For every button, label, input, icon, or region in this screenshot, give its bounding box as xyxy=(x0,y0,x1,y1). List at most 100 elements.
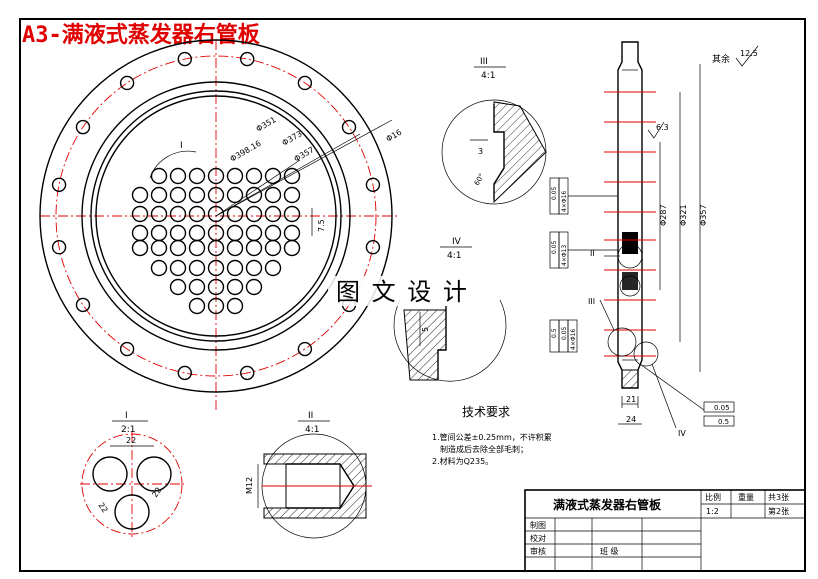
svg-text:0.05: 0.05 xyxy=(551,186,558,200)
roughness-other-label: 其余 xyxy=(712,53,730,65)
tube-hole xyxy=(226,186,244,204)
dim-side-d321: Φ321 xyxy=(679,204,688,226)
svg-text:0.5: 0.5 xyxy=(718,418,729,426)
titleblock-weight-label: 重量 xyxy=(738,492,754,502)
tube-hole xyxy=(207,205,225,223)
watermark: 图 文 设 计 xyxy=(336,278,469,306)
svg-text:4×Φ13: 4×Φ13 xyxy=(561,245,568,266)
tube-hole xyxy=(131,186,149,204)
bolt-hole xyxy=(75,119,91,135)
tube-hole xyxy=(150,186,168,204)
dim-d373: Φ373 xyxy=(281,129,304,148)
drawing-frame xyxy=(19,18,806,572)
roughness-other: 12.5 xyxy=(740,49,758,58)
tube-hole xyxy=(226,297,244,315)
detail-IV-label: IV xyxy=(452,237,462,247)
tube-hole xyxy=(188,167,206,185)
titleblock-name: 满液式蒸发器右管板 xyxy=(553,497,662,512)
requirements-title: 技术要求 xyxy=(462,405,510,419)
tube-hole xyxy=(264,205,282,223)
front-view: Φ398.16 Φ351 Φ373 Φ357 Φ16 7.5 I xyxy=(39,39,404,410)
svg-text:0.05: 0.05 xyxy=(551,240,558,254)
roughness-6-3: 6.3 xyxy=(656,123,669,132)
svg-text:0.05: 0.05 xyxy=(714,404,730,412)
detail-III-label: III xyxy=(480,57,488,67)
detail-III-dim-b: 60° xyxy=(473,172,486,187)
tube-hole xyxy=(150,239,168,257)
detail-II-label: II xyxy=(308,411,313,421)
titleblock-checked: 校对 xyxy=(530,533,546,543)
bolt-hole xyxy=(297,75,313,91)
bolt-hole xyxy=(119,75,135,91)
bolt-hole xyxy=(240,365,255,381)
tube-hole xyxy=(169,259,187,277)
svg-text:0.5: 0.5 xyxy=(551,328,558,338)
tube-hole xyxy=(150,205,168,223)
detail-IV-scale: 4:1 xyxy=(447,251,461,261)
detail-IV-dim-a: 5 xyxy=(421,327,430,332)
tube-hole xyxy=(188,186,206,204)
side-view: Φ357 Φ321 Φ287 21 24 6.3 其余 12.5 II III … xyxy=(549,41,759,438)
dim-side-t21: 21 xyxy=(626,395,636,404)
tube-hole xyxy=(264,239,282,257)
drawing-title: A3-满液式蒸发器右管板 xyxy=(22,22,261,48)
bolt-hole xyxy=(119,341,135,357)
svg-text:4×Φ16: 4×Φ16 xyxy=(561,191,568,212)
bolt-hole xyxy=(51,240,67,255)
tube-hole xyxy=(264,259,282,277)
tube-hole xyxy=(131,205,149,223)
tube-hole xyxy=(226,167,244,185)
titleblock-sheet-no: 第2张 xyxy=(768,506,789,516)
tube-hole xyxy=(226,259,244,277)
tube-hole xyxy=(169,239,187,257)
bolt-hole xyxy=(365,177,381,192)
tube-hole xyxy=(188,239,206,257)
dim-side-d287: Φ287 xyxy=(659,204,668,226)
svg-text:0.05: 0.05 xyxy=(561,326,568,340)
bolt-hole xyxy=(341,119,357,135)
requirement-1b: 制造成后去除全部毛刺； xyxy=(440,444,528,454)
tube-hole xyxy=(283,224,301,242)
bolt-hole xyxy=(177,365,192,381)
titleblock-drawn: 制图 xyxy=(530,520,546,530)
bolt-hole xyxy=(297,341,313,357)
tolerance-frame-4: 0.05 0.5 xyxy=(703,401,735,427)
svg-text:4×Φ16: 4×Φ16 xyxy=(570,329,577,350)
tube-hole xyxy=(131,239,149,257)
tube-hole xyxy=(150,224,168,242)
tube-hole xyxy=(245,278,263,296)
tube-hole xyxy=(264,224,282,242)
tube-hole xyxy=(245,239,263,257)
tube-hole xyxy=(207,259,225,277)
requirement-1: 1.管间公差±0.25mm，不许积累 xyxy=(432,432,552,442)
tube-hole xyxy=(226,278,244,296)
dim-d16: Φ16 xyxy=(385,128,404,144)
side-centerlines xyxy=(604,91,656,357)
tube-hole xyxy=(188,205,206,223)
tube-hole xyxy=(245,167,263,185)
tolerance-frame-2: 0.05 4×Φ13 xyxy=(549,231,618,269)
tube-hole xyxy=(169,205,187,223)
tube-hole xyxy=(207,167,225,185)
bolt-hole xyxy=(51,177,67,192)
tolerance-frame-1: 0.05 4×Φ16 xyxy=(549,177,618,215)
tube-hole xyxy=(264,186,282,204)
tube-hole xyxy=(283,239,301,257)
tube-holes xyxy=(131,167,301,315)
detail-III-scale: 4:1 xyxy=(481,71,495,81)
section-mark-I: I xyxy=(180,141,183,151)
detail-IV: IV 4:1 5 xyxy=(393,237,507,382)
tube-hole xyxy=(188,278,206,296)
bolt-hole xyxy=(365,240,381,255)
detail-I-dim-top: 22 xyxy=(126,436,136,445)
titleblock-sheets: 共3张 xyxy=(768,493,789,502)
dim-d351: Φ351 xyxy=(255,115,278,134)
side-label-III: III xyxy=(588,297,595,306)
tube-hole xyxy=(169,278,187,296)
tube-hole xyxy=(169,224,187,242)
detail-I-dim-left: 22 xyxy=(96,501,109,515)
dim-side-d357: Φ357 xyxy=(699,204,708,226)
technical-requirements: 技术要求 1.管间公差±0.25mm，不许积累 制造成后去除全部毛刺； 2.材料… xyxy=(432,405,552,466)
dim-7-5: 7.5 xyxy=(317,219,326,232)
